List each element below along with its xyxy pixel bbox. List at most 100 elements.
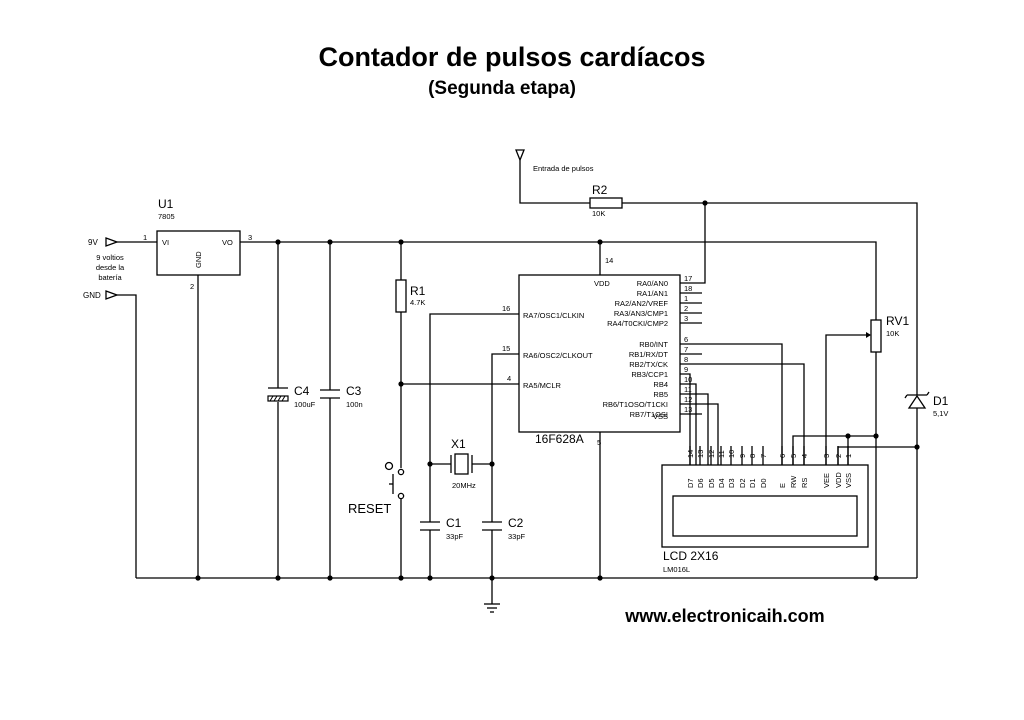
lcd-pin-label: E	[778, 483, 787, 488]
svg-text:D1: D1	[933, 394, 949, 408]
mcu-pin-label: RA2/AN2/VREF	[615, 299, 669, 308]
svg-text:33pF: 33pF	[446, 532, 464, 541]
lcd-display: 14D713D612D511D410D39D28D17D06E5RW4RS3VE…	[661, 446, 869, 574]
svg-text:16: 16	[502, 304, 510, 313]
svg-text:R2: R2	[592, 183, 608, 197]
svg-text:100n: 100n	[346, 400, 363, 409]
mcu-pin-label: RB7/T1OSI	[630, 410, 668, 419]
regulator-u1: U1 7805 VI VO GND 1 3 2	[143, 197, 252, 291]
lcd-pin-label: VDD	[834, 472, 843, 488]
svg-text:7805: 7805	[158, 212, 175, 221]
mcu-pin-number: 2	[684, 304, 688, 313]
mcu-pin-label: RA1/AN1	[637, 289, 668, 298]
zener-d1: D1 5,1V	[904, 391, 949, 418]
mcu-pin-number: 11	[684, 385, 692, 394]
lcd-pin-label: D7	[686, 478, 695, 488]
crystal-x1: X1 20MHz	[450, 437, 476, 490]
svg-text:C4: C4	[294, 384, 310, 398]
svg-text:10K: 10K	[886, 329, 899, 338]
lcd-pin-label: D6	[696, 478, 705, 488]
diagram-subtitle: (Segunda etapa)	[428, 78, 576, 99]
svg-text:U1: U1	[158, 197, 174, 211]
wires	[117, 160, 918, 604]
svg-text:GND: GND	[194, 251, 203, 268]
lcd-pin-label: VEE	[822, 473, 831, 488]
mcu-pin-number: 13	[684, 405, 692, 414]
lcd-pin-label: D1	[748, 478, 757, 488]
svg-text:C1: C1	[446, 516, 462, 530]
capacitor-c2: C2 33pF	[482, 516, 526, 541]
lcd-pin-number: 1	[844, 454, 853, 458]
vin-terminal: 9V	[88, 237, 119, 247]
mcu-pin-label: RA4/T0CKI/CMP2	[607, 319, 668, 328]
mcu-pin-label: RB5	[653, 390, 668, 399]
mcu-pin-number: 12	[684, 395, 692, 404]
svg-text:2: 2	[190, 282, 194, 291]
mcu-pin-label: RA0/AN0	[637, 279, 668, 288]
mcu-pin-number: 18	[684, 284, 692, 293]
pulse-input-terminal: Entrada de pulsos	[515, 149, 594, 173]
battery-note: 9 voltios desde la batería	[96, 253, 125, 282]
resistor-r2: R2 10K	[589, 183, 623, 218]
svg-text:100uF: 100uF	[294, 400, 316, 409]
lcd-pin-number: 11	[717, 450, 726, 458]
lcd-pin-number: 2	[834, 454, 843, 458]
svg-text:VO: VO	[222, 238, 233, 247]
mcu-pin-number: 1	[684, 294, 688, 303]
svg-text:15: 15	[502, 344, 510, 353]
lcd-pin-label: D2	[738, 478, 747, 488]
lcd-pin-label: D4	[717, 478, 726, 488]
lcd-pin-label: RS	[800, 478, 809, 488]
ground-symbol	[484, 603, 500, 613]
svg-text:10K: 10K	[592, 209, 605, 218]
mcu-pin-label: RB6/T1OSO/T1CKI	[603, 400, 668, 409]
svg-text:batería: batería	[98, 273, 122, 282]
svg-text:3: 3	[248, 233, 252, 242]
lcd-pin-label: D0	[759, 478, 768, 488]
svg-text:9V: 9V	[88, 238, 98, 247]
mcu-pin-number: 3	[684, 314, 688, 323]
svg-text:RESET: RESET	[348, 501, 391, 516]
junctions	[195, 200, 920, 581]
svg-text:RA7/OSC1/CLKIN: RA7/OSC1/CLKIN	[523, 311, 584, 320]
svg-text:1: 1	[143, 233, 147, 242]
lcd-pin-number: 7	[759, 454, 768, 458]
mcu-pin-label: RA3/AN3/CMP1	[614, 309, 668, 318]
mcu-pin-number: 8	[684, 355, 688, 364]
capacitor-c4: C4 100uF	[267, 384, 316, 409]
mcu-pin-label: RB4	[653, 380, 668, 389]
resistor-r1: R1 4.7K	[395, 279, 426, 313]
lcd-pin-label: D5	[707, 478, 716, 488]
lcd-pin-number: 6	[778, 454, 787, 458]
potentiometer-rv1: RV1 10K	[866, 314, 909, 353]
svg-text:9 voltios: 9 voltios	[96, 253, 124, 262]
diagram-title: Contador de pulsos cardíacos	[318, 42, 705, 72]
mcu-pin-number: 9	[684, 365, 688, 374]
lcd-pin-number: 9	[738, 454, 747, 458]
svg-text:16F628A: 16F628A	[535, 432, 584, 446]
svg-text:RA6/OSC2/CLKOUT: RA6/OSC2/CLKOUT	[523, 351, 593, 360]
svg-text:RV1: RV1	[886, 314, 909, 328]
lcd-pin-number: 12	[707, 450, 716, 458]
svg-text:VDD: VDD	[594, 279, 610, 288]
svg-text:Entrada de pulsos: Entrada de pulsos	[533, 164, 594, 173]
svg-text:RA5/MCLR: RA5/MCLR	[523, 381, 562, 390]
svg-text:20MHz: 20MHz	[452, 481, 476, 490]
svg-text:GND: GND	[83, 291, 101, 300]
svg-text:C2: C2	[508, 516, 524, 530]
lcd-pin-label: RW	[789, 475, 798, 488]
lcd-pin-number: 5	[789, 454, 798, 458]
microcontroller: VDD 14 5 16F628A RA7/OSC1/CLKIN 16 RA6/O…	[502, 256, 692, 447]
mcu-pin-number: 17	[684, 274, 692, 283]
capacitor-c3: C3 100n	[320, 384, 363, 409]
svg-text:14: 14	[605, 256, 613, 265]
svg-text:4.7K: 4.7K	[410, 298, 425, 307]
mcu-pin-label: RB0/INT	[639, 340, 668, 349]
lcd-pin-number: 3	[822, 454, 831, 458]
gnd-terminal: GND	[83, 290, 119, 300]
svg-text:5: 5	[597, 438, 601, 447]
lcd-pin-number: 13	[696, 450, 705, 458]
mcu-pin-number: 10	[684, 375, 692, 384]
